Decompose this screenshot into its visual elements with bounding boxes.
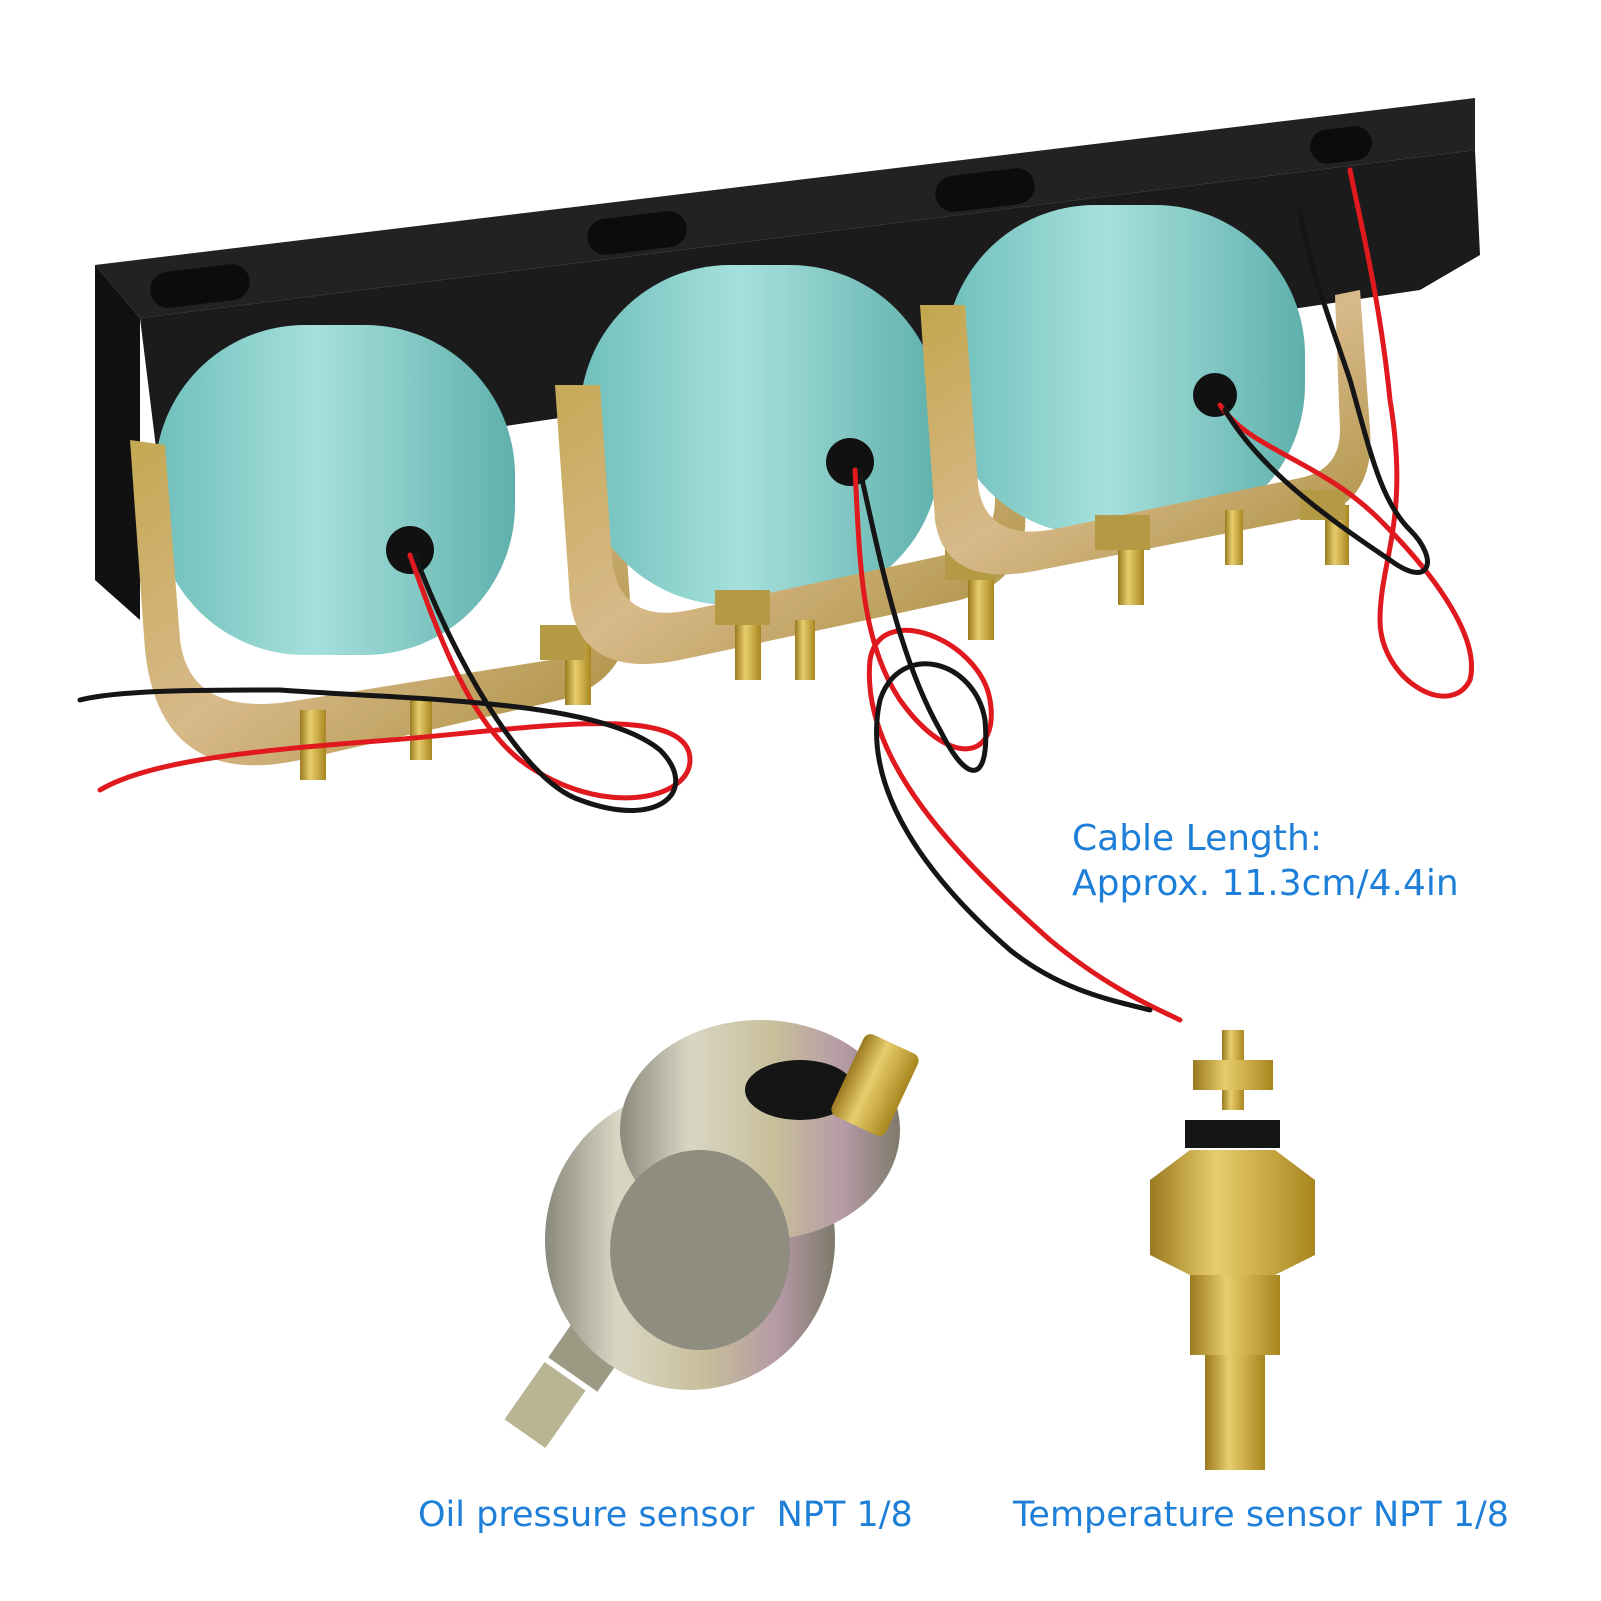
oil-pressure-sensor xyxy=(504,1020,919,1449)
gauge-wires xyxy=(77,167,1474,1023)
gauge-2 xyxy=(555,265,1026,680)
temperature-sensor-caption: Temperature sensor NPT 1/8 xyxy=(1013,1495,1510,1535)
gauge-3 xyxy=(920,205,1371,605)
cable-length-title: Cable Length: xyxy=(1072,818,1322,859)
oil-sensor-caption: Oil pressure sensor NPT 1/8 xyxy=(418,1495,913,1535)
cable-length-caption: Cable Length: Approx. 11.3cm/4.4in xyxy=(1072,816,1459,906)
temperature-sensor xyxy=(1150,1030,1315,1470)
cable-length-value: Approx. 11.3cm/4.4in xyxy=(1072,863,1459,904)
gauge-1 xyxy=(130,325,631,780)
